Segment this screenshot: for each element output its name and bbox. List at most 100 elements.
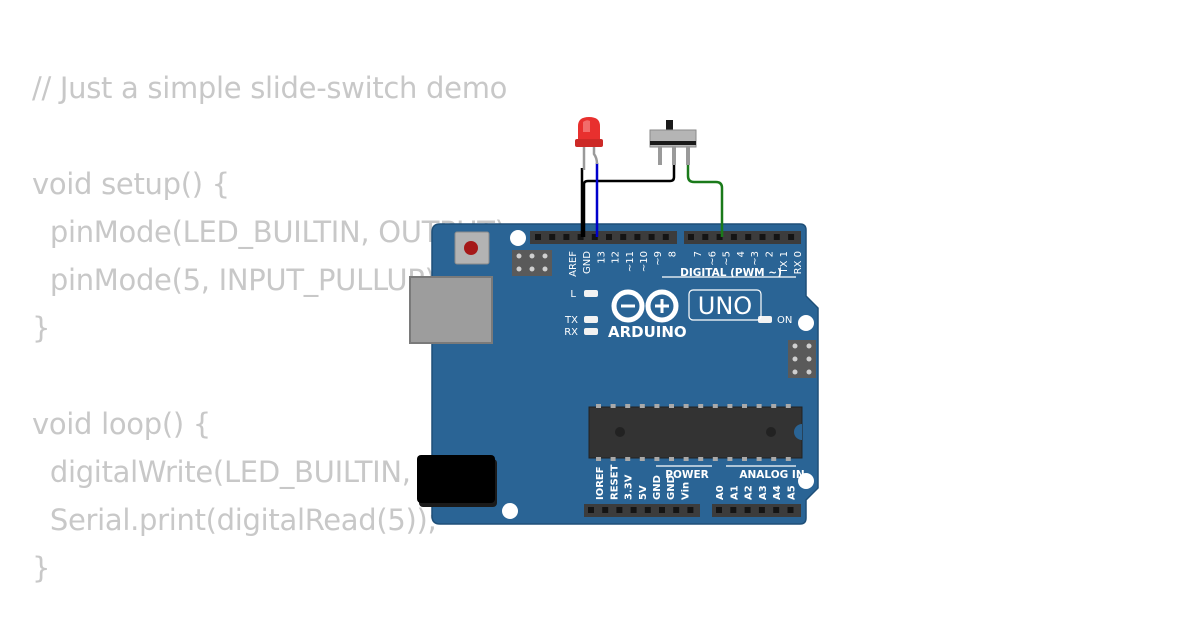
pin-hole[interactable]	[716, 507, 722, 513]
chip-leg	[625, 404, 631, 408]
pin-hole[interactable]	[716, 234, 723, 240]
digital-pin-label: 7	[693, 251, 704, 257]
usb-connector	[409, 276, 493, 344]
pin-hole[interactable]	[630, 507, 637, 513]
pin-hole[interactable]	[759, 234, 766, 240]
chip-leg	[639, 404, 645, 408]
icsp-header	[512, 250, 552, 276]
icsp-pin	[529, 266, 535, 272]
chip-leg	[742, 457, 747, 461]
power-pin-label: 3.3V	[624, 474, 635, 500]
icsp-pin	[516, 253, 522, 259]
chip-leg	[625, 457, 631, 461]
pin-hole[interactable]	[773, 507, 780, 513]
pin-hole[interactable]	[616, 507, 623, 513]
digital-pin-label: AREF	[568, 251, 579, 277]
chip-dot	[615, 427, 625, 437]
digital-pin-label: ~10	[639, 251, 650, 272]
pin-hole[interactable]	[648, 234, 655, 240]
digital-pin-label: ~11	[625, 251, 636, 272]
analog-pin-label: A3	[758, 485, 769, 500]
analog-label: ANALOG IN	[739, 469, 804, 481]
chip-leg	[756, 404, 762, 408]
pin-hole[interactable]	[688, 234, 694, 240]
chip-leg	[712, 457, 718, 461]
reset-button-cap	[464, 241, 478, 255]
power-pin-label: Vin	[680, 482, 691, 500]
pin-hole[interactable]	[744, 507, 751, 513]
pin-hole[interactable]	[644, 507, 651, 513]
pin-hole[interactable]	[673, 507, 680, 513]
pin-hole[interactable]	[787, 507, 794, 513]
digital-pin-label: ~5	[722, 251, 733, 266]
wire-pin5-switch[interactable]	[686, 163, 724, 237]
uno-badge	[688, 289, 762, 321]
pin-hole[interactable]	[606, 234, 612, 240]
code-line: pinMode(5, INPUT_PULLUP);	[32, 263, 445, 297]
icsp-pin	[529, 253, 535, 259]
pin-hole[interactable]	[577, 234, 584, 240]
chip-leg	[785, 404, 791, 408]
logo-loop-left	[611, 289, 645, 323]
led-l-label: L	[570, 289, 576, 300]
pin-hole[interactable]	[745, 234, 752, 240]
pin-hole[interactable]	[687, 507, 694, 513]
pin-hole[interactable]	[662, 234, 669, 240]
analog-pin-label: A1	[729, 485, 740, 500]
pin-hole[interactable]	[730, 234, 737, 240]
digital-pin-label: 12	[611, 251, 622, 264]
digital-pin-label: TX 1	[779, 251, 790, 275]
pin-hole[interactable]	[588, 507, 594, 513]
chip-leg	[654, 404, 660, 408]
analog-pin-label: A4	[772, 485, 783, 500]
reset-button[interactable]	[454, 231, 490, 265]
mounting-hole	[798, 315, 814, 331]
pin-hole[interactable]	[602, 507, 609, 513]
led-rim	[575, 139, 603, 147]
icsp-header-right	[788, 340, 816, 378]
power-on-indicator	[758, 316, 772, 323]
pin-hole[interactable]	[702, 234, 709, 240]
led-rx-label: RX	[564, 327, 578, 338]
chip-leg	[654, 457, 660, 461]
chip-leg	[669, 404, 674, 408]
led-tx-label: TX	[564, 315, 578, 326]
wire-gnd-switch[interactable]	[582, 163, 676, 237]
chip-leg	[771, 457, 777, 461]
pin-hole[interactable]	[549, 234, 556, 240]
digital-pin-label: 4	[736, 251, 747, 257]
microcontroller-chip	[588, 404, 803, 461]
pin-hole[interactable]	[758, 507, 765, 513]
logo-minus	[621, 304, 635, 308]
power-pin-label: RESET	[609, 464, 620, 500]
pin-hole[interactable]	[730, 507, 737, 513]
icsp-pin	[542, 266, 548, 272]
code-line: }	[32, 551, 51, 585]
pin-hole[interactable]	[535, 234, 541, 240]
pin-hole[interactable]	[788, 234, 795, 240]
digital-pin-label: 2	[765, 251, 776, 257]
icsp-pin	[806, 369, 812, 375]
slide-switch[interactable]	[649, 120, 697, 165]
digital-pin-label: RX 0	[793, 251, 804, 274]
chip-legs	[596, 404, 791, 461]
pin-hole[interactable]	[634, 234, 641, 240]
power-pin-label: IOREF	[595, 466, 606, 500]
icsp-pin	[516, 266, 522, 272]
pin-hole[interactable]	[773, 234, 780, 240]
red-led[interactable]	[575, 117, 603, 170]
chip-leg	[727, 404, 733, 408]
pin-hole[interactable]	[620, 234, 627, 240]
chip-leg	[639, 457, 645, 461]
chip-notch	[794, 424, 802, 440]
pin-hole[interactable]	[659, 507, 665, 513]
pin-hole[interactable]	[591, 234, 598, 240]
pin-hole[interactable]	[563, 234, 570, 240]
switch-knob[interactable]	[666, 120, 673, 132]
power-label: POWER	[665, 469, 708, 481]
chip-leg	[727, 457, 733, 461]
